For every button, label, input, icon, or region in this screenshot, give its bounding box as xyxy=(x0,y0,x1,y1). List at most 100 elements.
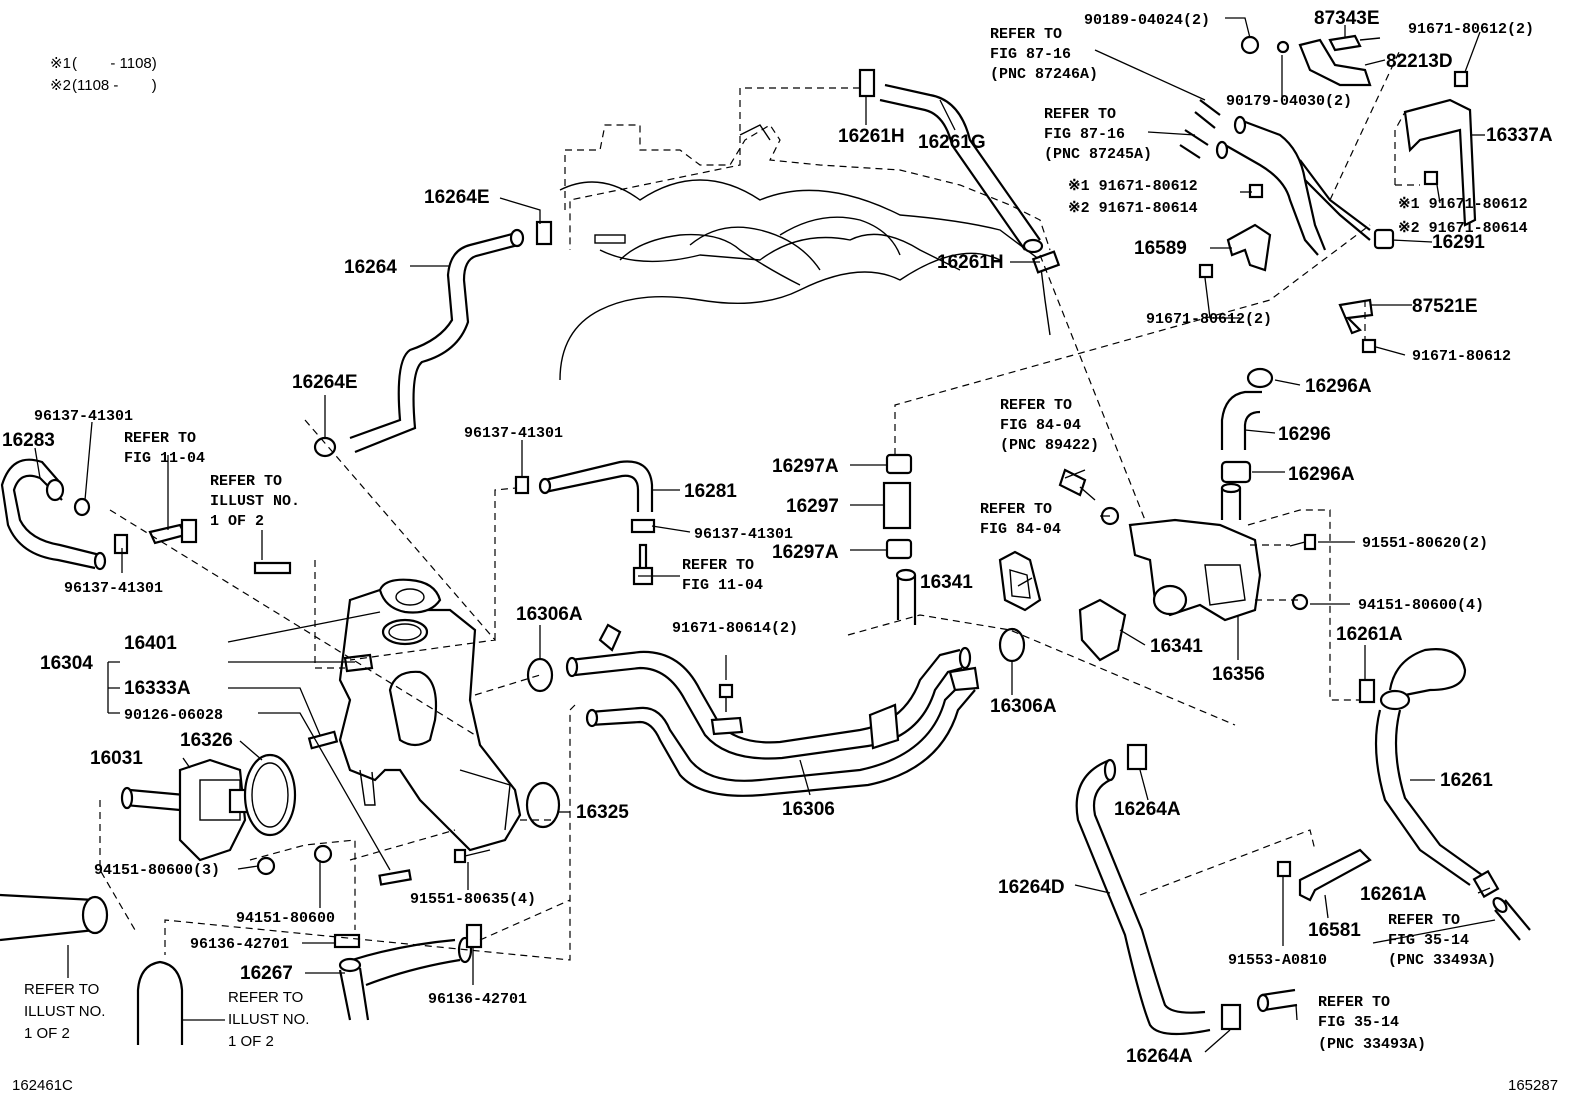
refer-87-16-b-line2: FIG 87-16 xyxy=(1044,126,1125,143)
cap-16401 xyxy=(378,578,442,614)
o-ring-16306A-a xyxy=(526,657,554,693)
refer-illust-c-line3: 1 OF 2 xyxy=(228,1033,274,1050)
label-91671-80612: 91671-80612 xyxy=(1412,348,1511,365)
label-16297: 16297 xyxy=(786,496,839,517)
nut-94151-80600-4 xyxy=(1291,593,1309,611)
thermostat-housing-16031 xyxy=(120,758,254,862)
label-94151-80600-3: 94151-80600(3) xyxy=(94,862,220,879)
label-16264E-top: 16264E xyxy=(424,187,490,208)
label-16296A-b: 16296A xyxy=(1288,464,1355,485)
label-16264: 16264 xyxy=(344,257,397,278)
label-90189-04024-2: 90189-04024(2) xyxy=(1084,12,1210,29)
refer-illust-a-line2: ILLUST NO. xyxy=(210,493,300,510)
label-91671-80614-2: 91671-80614(2) xyxy=(672,620,798,637)
label-16297A-bot: 16297A xyxy=(772,542,839,563)
bracket-16581 xyxy=(1298,848,1372,902)
clamp-16296A-bot xyxy=(1220,460,1252,484)
label-16261H-mid: 16261H xyxy=(937,252,1004,273)
label-96137-d: 96137-41301 xyxy=(694,526,793,543)
refer-87-16-a-line2: FIG 87-16 xyxy=(990,46,1071,63)
label-16333A: 16333A xyxy=(124,678,191,699)
leader-lines xyxy=(34,17,1496,1053)
label-91671-80612-2b: 91671-80612(2) xyxy=(1146,311,1272,328)
hose-16296 xyxy=(1220,390,1262,450)
label-16264A-a: 16264A xyxy=(1114,799,1181,820)
diagram-code-right: 165287 xyxy=(1508,1077,1558,1094)
refer-illust-c-line2: ILLUST NO. xyxy=(228,1011,309,1028)
clamp-96137-c xyxy=(514,475,530,495)
label-16589: 16589 xyxy=(1134,238,1187,259)
refer-illust-b-line2: ILLUST NO. xyxy=(24,1003,105,1020)
label-16341-b: 16341 xyxy=(1150,636,1203,657)
clamp-16291 xyxy=(1373,228,1395,250)
water-inlet-housing-16304 xyxy=(338,588,522,852)
clamp-16297A-top xyxy=(885,453,913,475)
bracket-82213D xyxy=(1298,38,1372,87)
refer-84-04-a-line1: REFER TO xyxy=(1000,397,1072,414)
clamp-16264A-b xyxy=(1220,1003,1242,1031)
clamp-96137-a xyxy=(73,497,91,517)
label-96136-b: 96136-42701 xyxy=(428,991,527,1008)
pipe-stub-illust xyxy=(253,561,292,575)
label-96137-a: 96137-41301 xyxy=(34,408,133,425)
label-16291: 16291 xyxy=(1432,232,1485,253)
label-16341-a: 16341 xyxy=(920,572,973,593)
hose-16297 xyxy=(882,481,912,530)
refer-11-04-a-line1: REFER TO xyxy=(124,430,196,447)
label-91671-80612-s1a: ※1 91671-80612 xyxy=(1068,178,1198,195)
pipe-refer-35-14-a xyxy=(1494,899,1531,941)
clamp-96136-a xyxy=(333,933,361,949)
label-16306A-a: 16306A xyxy=(516,604,583,625)
refer-87-16-a-line3: (PNC 87246A) xyxy=(990,66,1098,83)
refer-84-04-a-line3: (PNC 89422) xyxy=(1000,437,1099,454)
label-16264D: 16264D xyxy=(998,877,1065,898)
label-91551-80620-2: 91551-80620(2) xyxy=(1362,535,1488,552)
clamp-16264E-top xyxy=(535,220,553,246)
legend-mark-2: ※2 xyxy=(50,77,71,94)
nut-94151-a xyxy=(256,856,276,876)
clamp-16261A-b xyxy=(1472,869,1500,899)
water-pipe-16306 xyxy=(565,623,980,797)
label-16325: 16325 xyxy=(576,802,629,823)
refer-87-16-b-line1: REFER TO xyxy=(1044,106,1116,123)
clamp-16261H-mid xyxy=(1031,250,1061,274)
washer-90179 xyxy=(1276,40,1290,54)
label-96137-b: 96137-41301 xyxy=(64,580,163,597)
bolt-91551-80620 xyxy=(1289,533,1317,551)
water-outlet-16356 xyxy=(1128,482,1262,622)
bolt-91551-80635 xyxy=(453,848,491,864)
label-94151-80600-4: 94151-80600(4) xyxy=(1358,597,1484,614)
pipe-refer-illust-bottom xyxy=(136,960,184,1045)
refer-35-14-a-line3: (PNC 33493A) xyxy=(1388,952,1496,969)
refer-11-04-b-line1: REFER TO xyxy=(682,557,754,574)
hose-16281 xyxy=(538,460,654,512)
hose-16264 xyxy=(349,228,525,454)
refer-84-04-b-line2: FIG 84-04 xyxy=(980,521,1061,538)
label-16261A-a: 16261A xyxy=(1336,624,1403,645)
clamp-16264E-mid xyxy=(313,436,337,458)
label-16261H-top: 16261H xyxy=(838,126,905,147)
label-91671-80614-s2b: ※2 91671-80614 xyxy=(1398,220,1528,237)
clamp-16261H-top xyxy=(858,68,876,98)
refer-87-16-b-line3: (PNC 87245A) xyxy=(1044,146,1152,163)
bracket-16589 xyxy=(1226,223,1272,272)
label-96137-c: 96137-41301 xyxy=(464,425,563,442)
label-16264E-mid: 16264E xyxy=(292,372,358,393)
label-91671-80612-s1b: ※1 91671-80612 xyxy=(1398,196,1528,213)
bolt-91553-A0810 xyxy=(1276,860,1292,878)
label-16401: 16401 xyxy=(124,633,177,654)
part-number-labels: 16261H 16261G 16264E 16264 16261H 16264E… xyxy=(2,8,1553,1067)
label-16581: 16581 xyxy=(1308,920,1361,941)
refer-35-14-a-line2: FIG 35-14 xyxy=(1388,932,1469,949)
bolt-91671-80612-2b xyxy=(1198,263,1214,279)
pipe-refer-35-14-b xyxy=(1261,988,1298,1012)
refer-illust-c-line1: REFER TO xyxy=(228,989,303,1006)
clamp-16264A-a xyxy=(1126,743,1148,771)
bolt-91671-s1b xyxy=(1423,170,1439,186)
legend-text-1: ( - 1108) xyxy=(72,55,157,72)
label-16281: 16281 xyxy=(684,481,737,502)
label-16261A-b: 16261A xyxy=(1360,884,1427,905)
gasket-16341-b xyxy=(1078,598,1127,662)
label-16261G: 16261G xyxy=(918,132,986,153)
